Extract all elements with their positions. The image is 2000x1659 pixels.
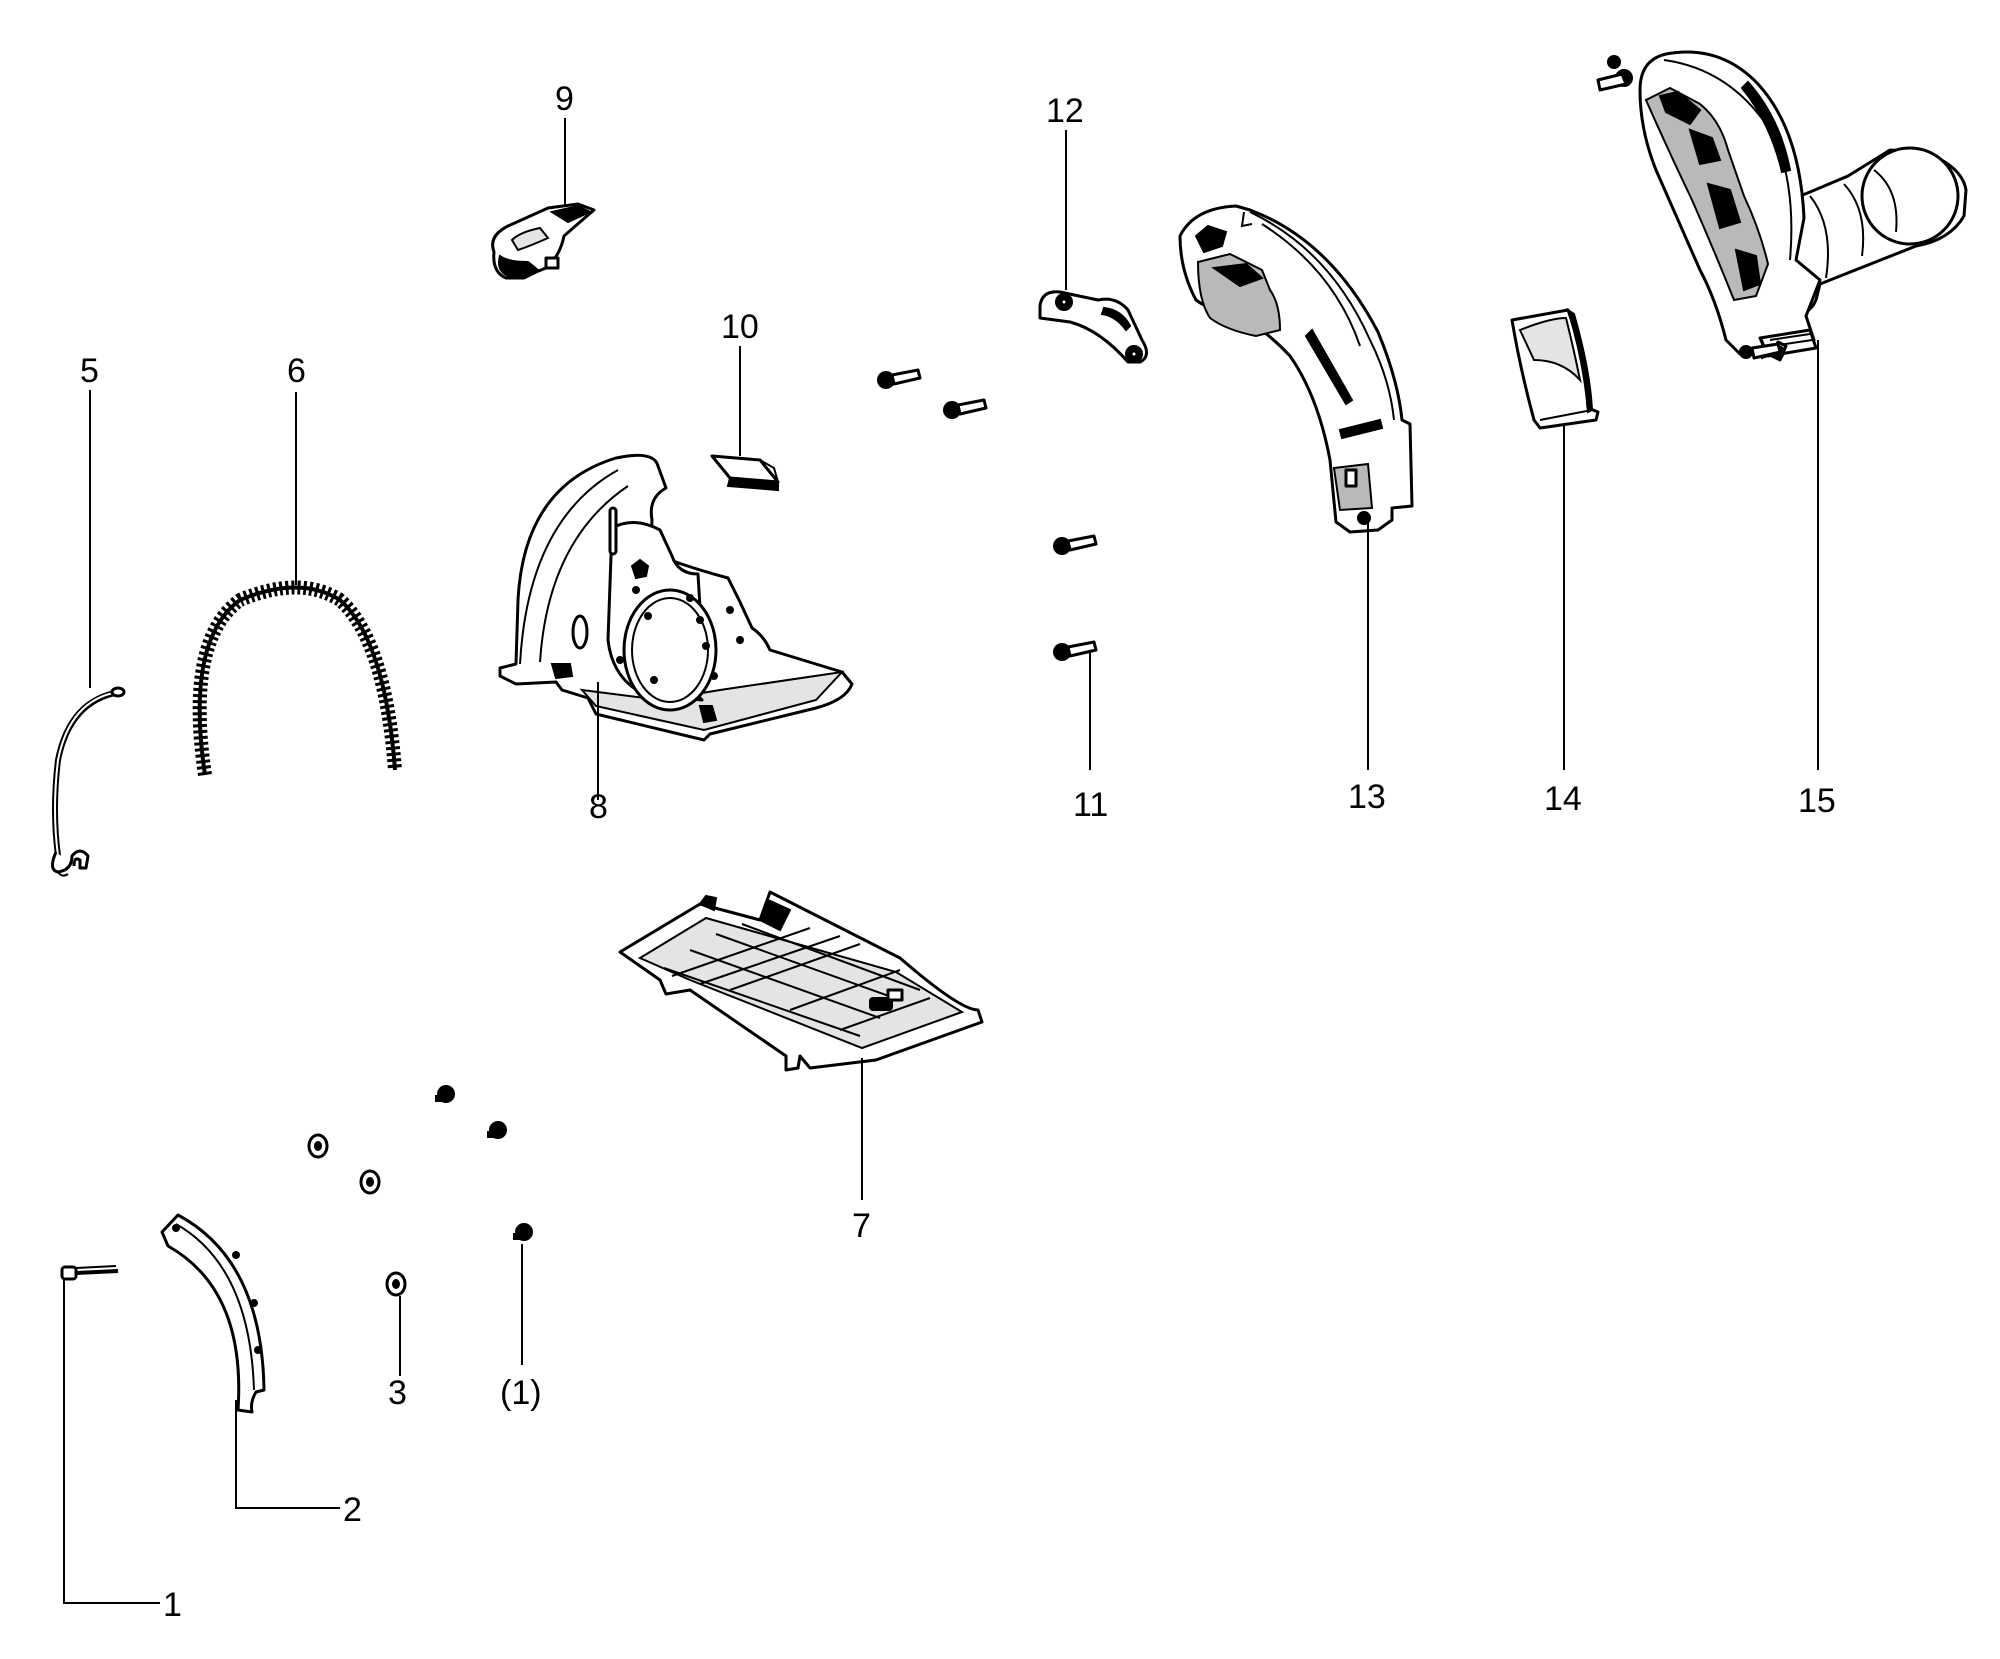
callout-14: 14 bbox=[1544, 780, 1582, 818]
callout-1b: (1) bbox=[500, 1374, 542, 1412]
part-9-lever bbox=[493, 204, 594, 278]
part-8-lower-guard bbox=[500, 455, 852, 740]
part-13-upper-guard bbox=[1180, 206, 1412, 532]
leader-2 bbox=[235, 1400, 340, 1509]
callout-15: 15 bbox=[1798, 782, 1836, 820]
part-15-cover-with-dust-port bbox=[1598, 52, 1966, 360]
callout-5: 5 bbox=[80, 352, 99, 390]
callout-10: 10 bbox=[721, 308, 759, 346]
part-1-pin bbox=[62, 1266, 118, 1279]
callout-7: 7 bbox=[852, 1207, 871, 1245]
callout-12: 12 bbox=[1046, 92, 1084, 130]
screw-b bbox=[944, 400, 986, 418]
part-1b-screws bbox=[436, 1086, 532, 1240]
part-2-curved-plate bbox=[162, 1215, 264, 1412]
callout-1: 1 bbox=[163, 1586, 182, 1624]
part-3-washers bbox=[309, 1135, 405, 1295]
callout-2: 2 bbox=[343, 1491, 362, 1529]
part-6-spring bbox=[200, 588, 395, 776]
callout-8: 8 bbox=[589, 788, 608, 826]
part-14-deflector bbox=[1512, 310, 1598, 428]
part-7-base-plate bbox=[620, 892, 982, 1070]
callout-6: 6 bbox=[287, 352, 306, 390]
screw-c bbox=[1054, 536, 1096, 554]
part-12-bracket bbox=[1040, 292, 1147, 362]
leader-1 bbox=[63, 1280, 160, 1604]
part-11-screws bbox=[878, 370, 1096, 660]
callout-11: 11 bbox=[1073, 786, 1108, 824]
callout-13: 13 bbox=[1348, 778, 1386, 816]
part-5-wire bbox=[52, 688, 124, 876]
callout-9: 9 bbox=[555, 80, 574, 118]
screw-d bbox=[1054, 642, 1096, 660]
part-10-strip bbox=[712, 456, 778, 490]
screw-a bbox=[878, 370, 920, 388]
callout-3: 3 bbox=[388, 1374, 407, 1412]
